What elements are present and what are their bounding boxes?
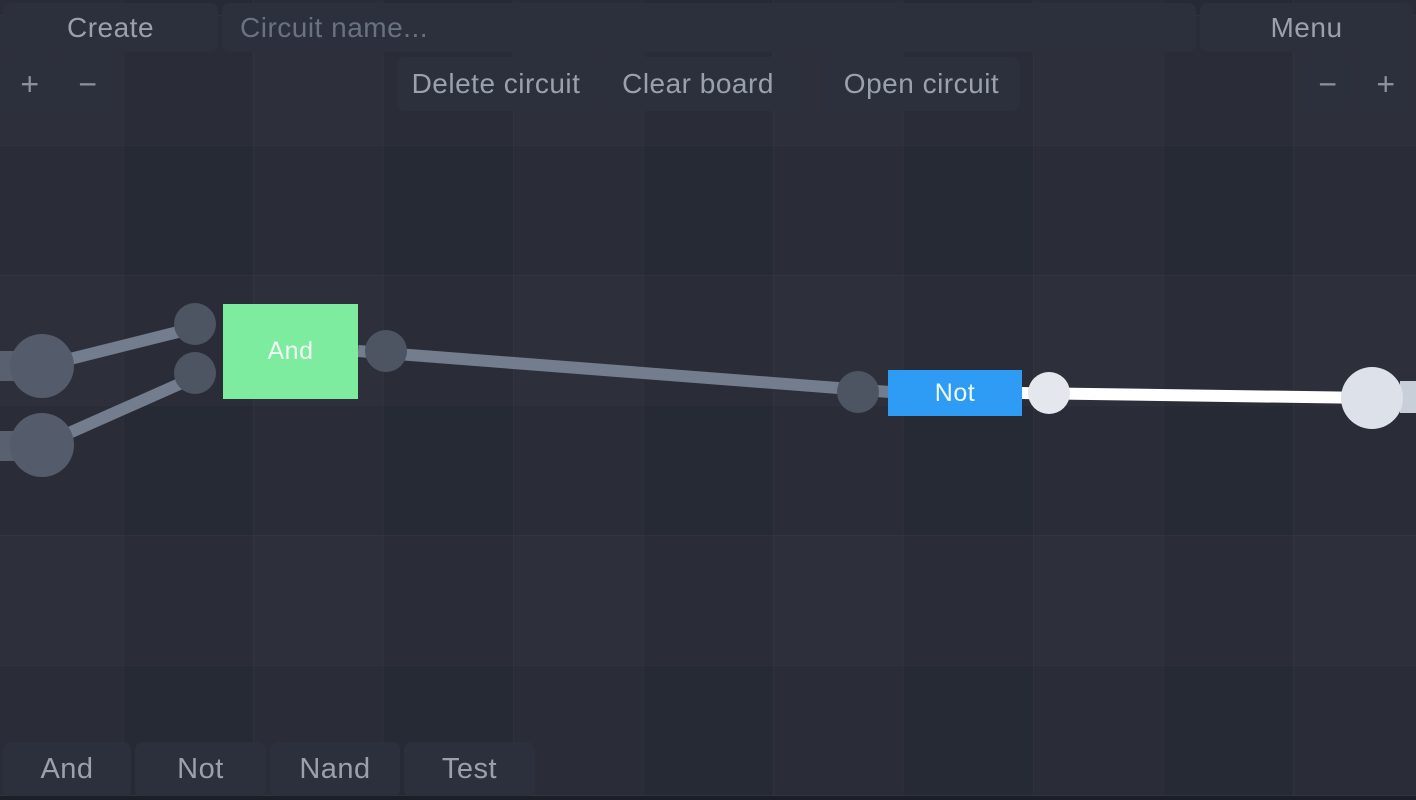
and-gate-label: And: [267, 337, 314, 365]
not-gate[interactable]: Not: [888, 370, 1022, 416]
wire-off[interactable]: [357, 345, 891, 398]
palette-item-test[interactable]: Test: [404, 742, 535, 797]
wire-on[interactable]: [1019, 387, 1373, 404]
and-input-node[interactable]: [174, 352, 216, 394]
not-input-node[interactable]: [837, 371, 879, 413]
circuit-input-pin[interactable]: [10, 413, 74, 477]
palette-item-and[interactable]: And: [3, 742, 131, 797]
not-gate-label: Not: [934, 378, 976, 407]
menu-button[interactable]: Menu: [1200, 3, 1413, 52]
circuit-name-input[interactable]: [222, 3, 1196, 52]
not-output-node[interactable]: [1028, 372, 1070, 414]
palette-item-not[interactable]: Not: [135, 742, 266, 797]
zoom-out-button-right[interactable]: −: [1301, 57, 1355, 111]
output-edge-stub: [1400, 381, 1416, 413]
circuit-output-pin[interactable]: [1341, 367, 1403, 429]
zoom-out-button-left[interactable]: −: [61, 57, 115, 111]
bottom-edge-strip: [0, 796, 1416, 800]
and-output-node[interactable]: [365, 330, 407, 372]
and-input-node[interactable]: [174, 303, 216, 345]
open-circuit-button[interactable]: Open circuit: [823, 57, 1020, 111]
circuit-input-pin[interactable]: [10, 334, 74, 398]
zoom-in-button-right[interactable]: +: [1359, 57, 1413, 111]
create-button[interactable]: Create: [3, 3, 218, 52]
and-gate[interactable]: And: [223, 304, 358, 399]
zoom-in-button-left[interactable]: +: [3, 57, 57, 111]
clear-board-button[interactable]: Clear board: [599, 57, 797, 111]
delete-circuit-button[interactable]: Delete circuit: [397, 57, 595, 111]
palette-item-nand[interactable]: Nand: [270, 742, 400, 797]
